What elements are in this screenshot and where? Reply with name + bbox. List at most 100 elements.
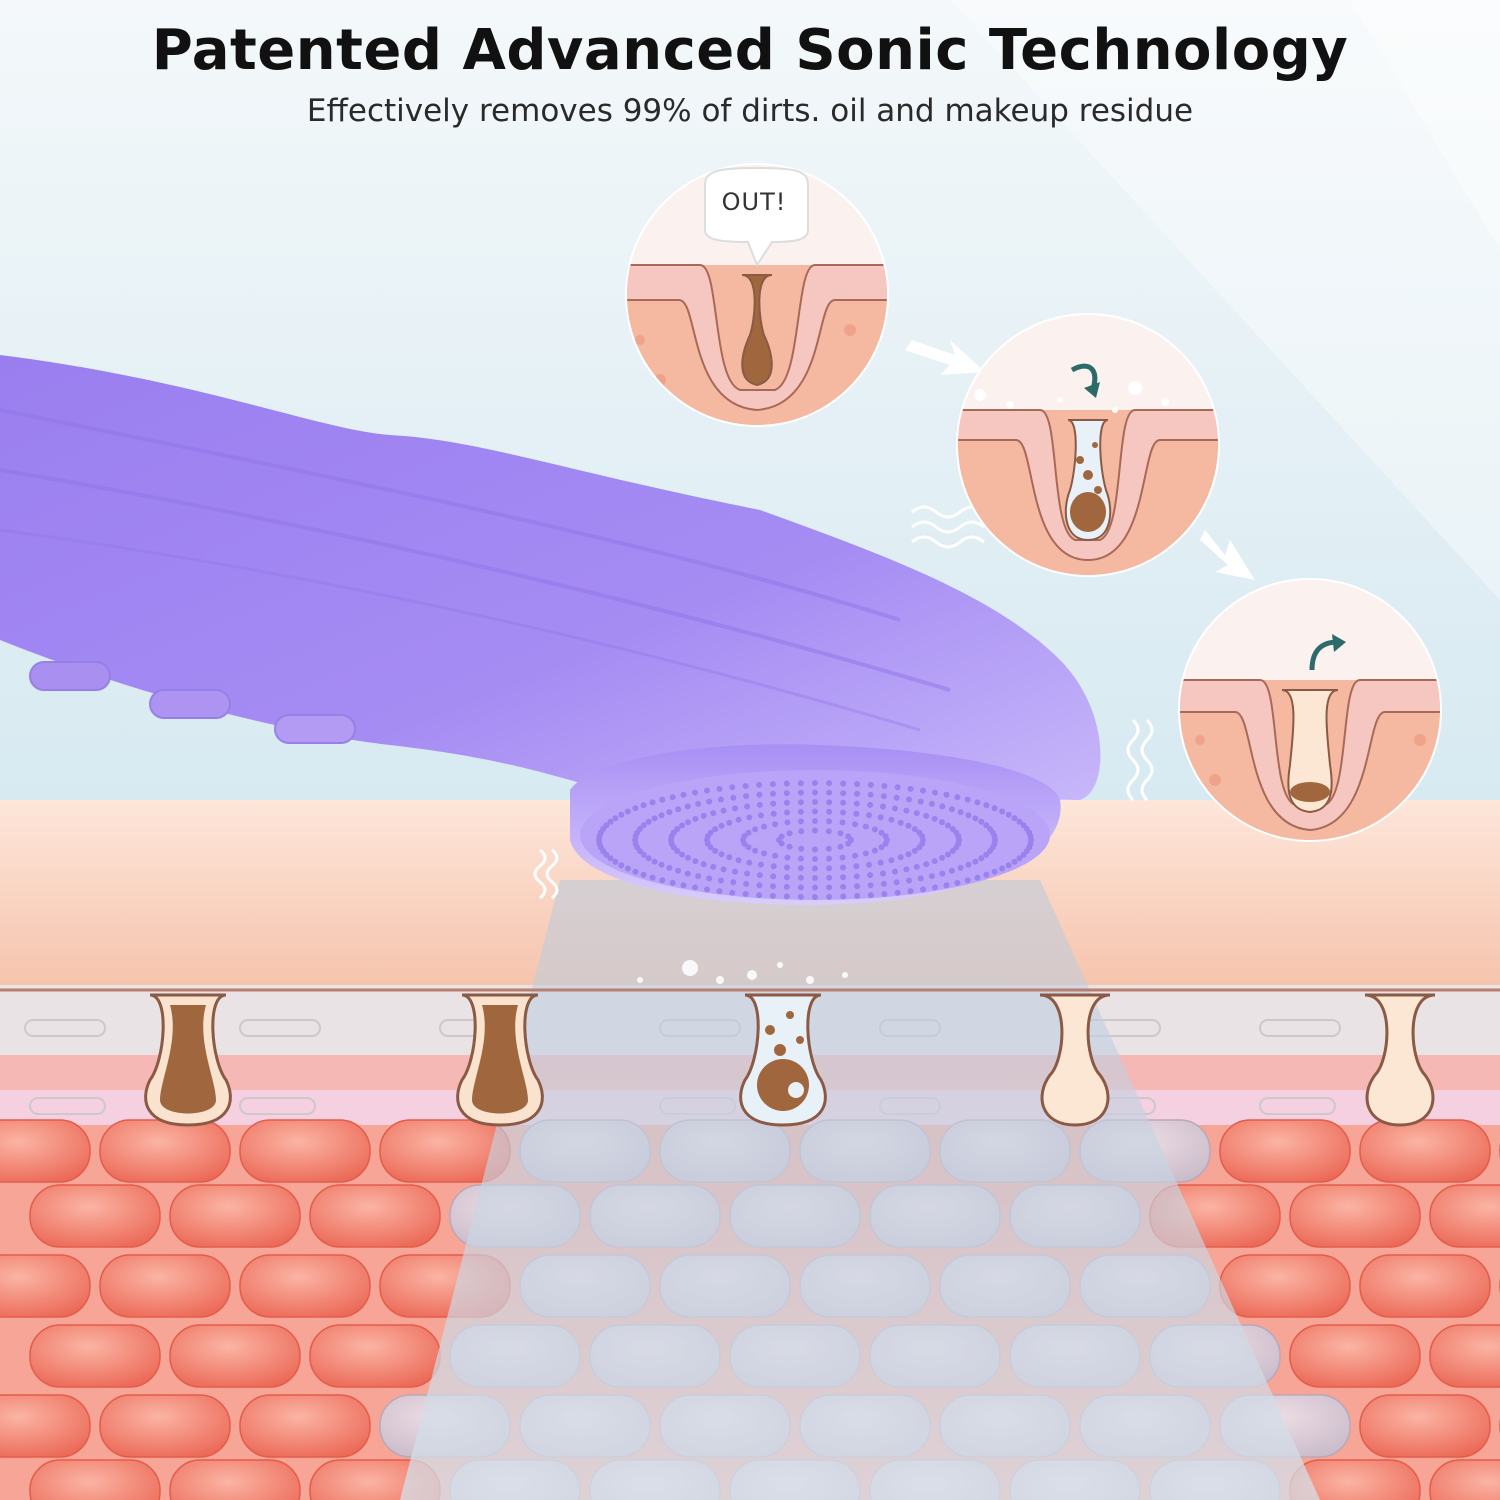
bristle	[669, 879, 676, 886]
bristle	[783, 790, 790, 797]
bristle	[879, 803, 886, 810]
step-3-clean-pore	[1178, 578, 1442, 842]
bristle	[826, 808, 833, 815]
bristle	[948, 806, 955, 813]
bristle	[840, 799, 847, 806]
bristle	[632, 868, 639, 875]
speech-bubble	[704, 166, 809, 268]
bristle	[991, 868, 998, 875]
bristle	[867, 892, 874, 899]
bristle	[741, 833, 748, 840]
bristle	[999, 865, 1006, 872]
bristle	[812, 856, 818, 862]
bristle	[712, 826, 719, 833]
bristle	[877, 814, 884, 821]
bristle	[1027, 833, 1034, 840]
bristle	[649, 799, 656, 806]
bristle	[798, 855, 804, 862]
bristle	[964, 796, 971, 803]
bristle	[726, 854, 733, 861]
bristle	[854, 790, 860, 797]
light-ray	[1350, 0, 1500, 250]
bristle	[974, 799, 981, 806]
bristle	[797, 780, 804, 787]
arrow-right-down-icon	[905, 340, 985, 375]
bristle	[987, 848, 993, 855]
bristle	[812, 780, 818, 786]
bristle	[680, 882, 687, 889]
bristle	[607, 855, 614, 862]
bristle	[756, 781, 763, 788]
bristle	[659, 796, 666, 803]
tissue-cell	[1429, 1459, 1500, 1500]
tissue-cell	[169, 1324, 301, 1388]
bristle	[1011, 858, 1018, 865]
pore-clogged-2	[456, 993, 544, 1127]
bristle	[603, 822, 610, 829]
bristle	[666, 809, 673, 816]
bristle	[770, 863, 777, 870]
bristle	[888, 816, 895, 823]
bristle	[826, 780, 833, 787]
bristle	[913, 810, 920, 817]
bristle	[957, 864, 964, 871]
bristle	[783, 893, 790, 900]
bristle	[881, 783, 888, 789]
bristle	[745, 829, 752, 836]
pore-cleaning	[739, 993, 827, 1127]
bristle	[826, 799, 833, 806]
tissue-cell	[0, 1254, 91, 1318]
bristle	[685, 819, 691, 826]
bristle	[618, 811, 625, 818]
bristle-dots	[596, 780, 1034, 900]
bristle	[769, 892, 776, 899]
bristle	[948, 867, 955, 874]
bristle	[853, 873, 860, 880]
bristle	[907, 888, 914, 895]
tissue-cell	[1359, 1254, 1491, 1318]
bristle	[645, 855, 652, 862]
bristle	[649, 874, 656, 881]
bristle	[718, 822, 725, 829]
bristle	[931, 815, 938, 822]
tissue-cell	[1359, 1394, 1491, 1458]
bristle	[786, 830, 793, 837]
bristle	[939, 854, 945, 861]
bristle	[640, 871, 647, 878]
bristle	[826, 855, 832, 862]
bristle	[939, 870, 946, 877]
bristle	[894, 784, 901, 791]
bristle	[730, 794, 737, 801]
bristle	[880, 793, 887, 800]
bristle	[726, 819, 733, 826]
bristle	[923, 861, 930, 868]
bristle	[618, 862, 625, 869]
bristle	[906, 877, 912, 884]
bristle	[916, 844, 923, 851]
bristle	[732, 805, 738, 812]
bristle	[840, 809, 846, 816]
tissue-cell	[1429, 1184, 1500, 1248]
bristle	[839, 854, 846, 861]
bristle	[783, 883, 790, 890]
bristle	[720, 866, 727, 873]
bristle	[972, 858, 979, 865]
bristle	[853, 810, 860, 817]
bristle	[742, 891, 749, 897]
bristle	[954, 879, 961, 886]
tissue-cell	[169, 1459, 301, 1500]
bristle	[707, 829, 714, 836]
bristle	[812, 799, 818, 805]
bristle	[892, 868, 898, 875]
tissue-cell	[239, 1254, 371, 1318]
bristle	[742, 783, 749, 789]
bristle	[974, 874, 981, 881]
bristle	[797, 874, 804, 881]
bristle	[949, 848, 956, 854]
bristle	[954, 794, 961, 801]
bristle	[928, 800, 935, 807]
bristle	[658, 861, 665, 868]
tissue-cell	[169, 1184, 301, 1248]
bristle	[798, 828, 805, 835]
